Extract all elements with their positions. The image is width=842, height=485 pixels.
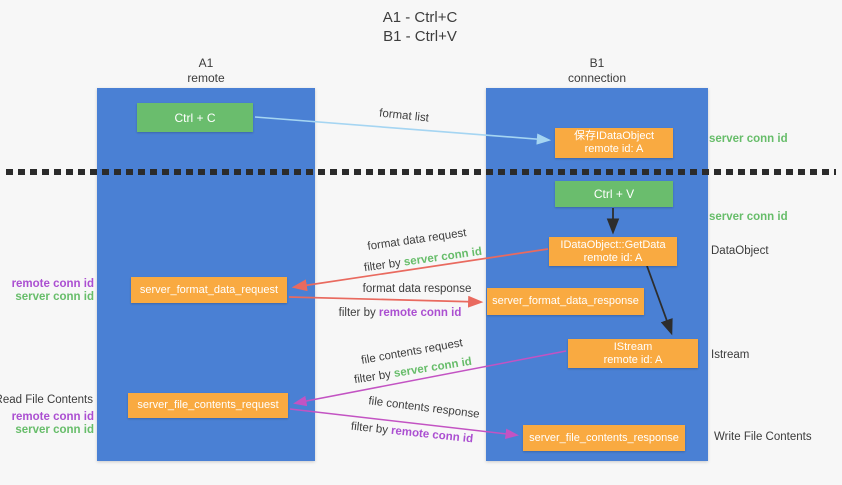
lane-a-name: A1 [198,56,214,70]
node-server-file-contents-request: server_file_contents_request [128,393,288,418]
filter-by-text: filter by [353,368,395,387]
annotation-read-file-contents: Read File Contents [0,394,93,406]
node-server-file-contents-request-label: server_file_contents_request [137,399,279,411]
title-line-2: B1 - Ctrl+V [383,28,457,45]
node-server-file-contents-response-label: server_file_contents_response [529,431,679,444]
node-idataobject-getdata-line2: remote id: A [583,251,643,264]
node-ctrl-v-label: Ctrl + V [593,187,635,201]
diagram-title: A1 - Ctrl+C B1 - Ctrl+V [300,8,540,46]
annotation-file-conn-ids-left: remote conn id server conn id [12,411,94,437]
edge-label-filter-by-remote-2: filter by remote conn id [350,421,473,446]
lane-a-header: A1 remote [146,56,266,86]
dotted-separator-line [6,169,836,175]
node-ctrl-c-label: Ctrl + C [174,110,216,125]
node-server-file-contents-response: server_file_contents_response [523,425,685,451]
remote-conn-id-text: remote conn id [390,424,474,446]
server-conn-id-text: server conn id [403,245,483,269]
node-save-idataobject-line2: remote id: A [584,143,644,155]
annotation-format-conn-ids-left: remote conn id server conn id [12,278,94,304]
annotation-server-conn-id-mid: server conn id [709,211,788,223]
annotation-dataobject: DataObject [711,245,769,257]
edge-label-filter-by-remote-1: filter by remote conn id [339,307,462,319]
node-idataobject-getdata: IDataObject::GetData remote id: A [549,237,677,266]
filter-by-text: filter by [350,420,392,437]
node-ctrl-v: Ctrl + V [555,181,673,207]
node-server-format-data-response-label: server_format_data_response [492,295,639,307]
node-server-format-data-request-label: server_format_data_request [139,283,279,296]
lane-b-name: B1 [589,56,605,70]
node-save-idataobject-line1: 保存IDataObject [573,130,655,142]
node-istream: IStream remote id: A [568,339,698,368]
filter-by-text: filter by [338,307,379,319]
filter-by-text: filter by [363,256,405,275]
node-server-format-data-request: server_format_data_request [131,277,287,303]
remote-conn-id-label: remote conn id [11,411,94,423]
edge-label-format-data-response: format data response [362,283,472,295]
annotation-istream: Istream [711,349,750,361]
lane-a-subtitle: remote [187,71,225,85]
edge-label-format-list: format list [378,107,430,125]
lane-b-subtitle: connection [567,71,627,85]
server-conn-id-label: server conn id [15,291,94,303]
node-ctrl-c: Ctrl + C [137,103,253,132]
node-server-format-data-response: server_format_data_response [487,288,644,315]
edge-label-file-contents-response: file contents response [367,395,481,421]
arrow-format-data-response [288,295,484,308]
server-conn-id-label: server conn id [15,424,94,436]
remote-conn-id-label: remote conn id [11,278,94,290]
node-save-idataobject: 保存IDataObject remote id: A [555,128,673,158]
annotation-server-conn-id-top: server conn id [709,133,788,145]
node-idataobject-getdata-line1: IDataObject::GetData [560,238,666,251]
annotation-write-file-contents: Write File Contents [714,431,812,443]
node-istream-line2: remote id: A [603,353,663,366]
node-istream-line1: IStream [613,340,653,353]
server-conn-id-text: server conn id [393,355,473,380]
title-line-1: A1 - Ctrl+C [382,9,458,26]
remote-conn-id-text: remote conn id [378,307,462,319]
lane-b-header: B1 connection [537,56,657,86]
